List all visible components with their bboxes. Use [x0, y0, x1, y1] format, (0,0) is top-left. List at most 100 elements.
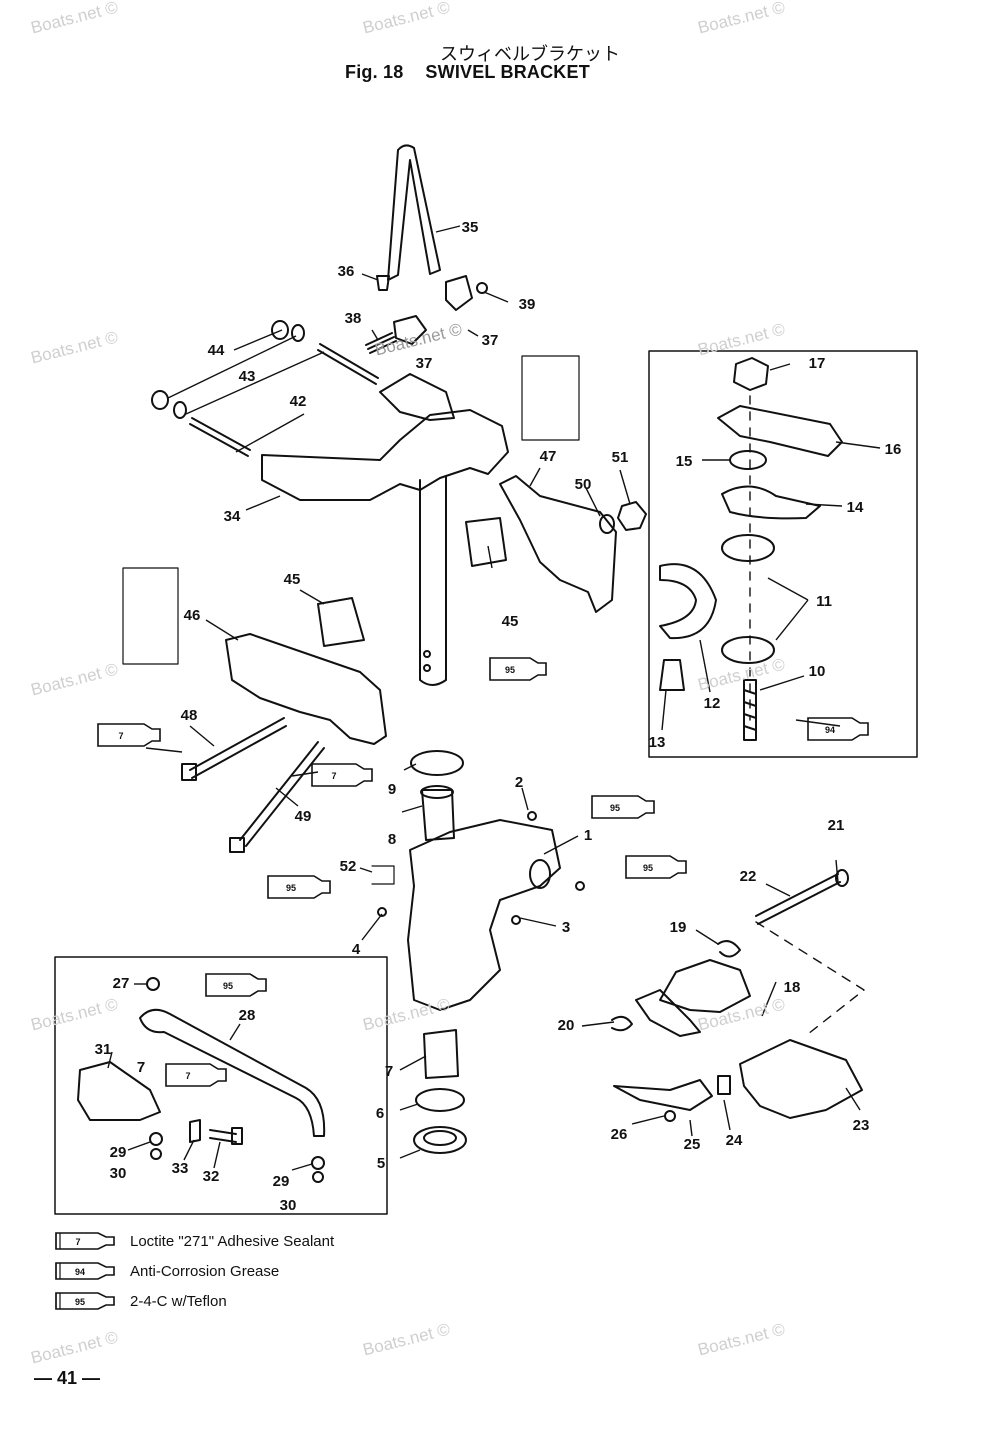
sealant-tube-95: 95	[489, 657, 547, 681]
callout-39: 39	[519, 296, 536, 313]
legend-label: Anti-Corrosion Grease	[130, 1262, 280, 1280]
part-20-spring	[611, 1015, 633, 1032]
callout-21: 21	[828, 817, 845, 834]
part-13-screw	[659, 659, 685, 691]
part-30-nut-a	[150, 1148, 162, 1160]
callout-50: 50	[575, 476, 592, 493]
part-17-nut	[733, 357, 769, 391]
part-8-bushing	[421, 789, 455, 841]
callout-42: 42	[290, 393, 307, 410]
part-11-disc-upper	[721, 534, 775, 562]
callout-45: 45	[284, 571, 301, 588]
part-swivel-tube	[419, 475, 447, 686]
part-19-spring	[717, 940, 741, 958]
part-1-pivot	[529, 859, 551, 889]
sealant-tube-7: 7	[311, 763, 373, 787]
callout-13: 13	[649, 734, 666, 751]
callout-35: 35	[462, 219, 479, 236]
callout-3: 3	[562, 919, 570, 936]
part-3	[511, 915, 521, 925]
part-15-washer	[729, 450, 767, 470]
part-31-bracket	[77, 1061, 161, 1121]
sealant-tube-95: 95	[625, 855, 687, 879]
part-18-lever	[659, 959, 751, 1013]
callout-29: 29	[273, 1173, 290, 1190]
callout-51: 51	[612, 449, 629, 466]
figure-name: SWIVEL BRACKET	[425, 62, 590, 82]
tube-code: 95	[505, 665, 515, 675]
tube-code: 95	[643, 863, 653, 873]
part-30-nut-b	[312, 1171, 324, 1183]
callout-25: 25	[684, 1136, 701, 1153]
callout-5: 5	[377, 1155, 385, 1172]
callout-31: 31	[95, 1041, 112, 1058]
part-33	[189, 1119, 201, 1143]
part-22-shaft	[755, 873, 841, 925]
callout-32: 32	[203, 1168, 220, 1185]
tube-icon: 7	[54, 1230, 120, 1252]
callout-37: 37	[482, 332, 499, 349]
tube-hole-1	[423, 650, 431, 658]
callout-52: 52	[340, 858, 357, 875]
callout-43: 43	[239, 368, 256, 385]
callout-9: 9	[388, 781, 396, 798]
legend-code: 94	[75, 1267, 85, 1277]
part-49-bolt	[239, 741, 325, 847]
callout-46: 46	[184, 607, 201, 624]
part-49-head	[229, 837, 245, 853]
leader-lines	[107, 225, 881, 1171]
tube-code: 7	[118, 731, 123, 741]
callout-7: 7	[385, 1063, 393, 1080]
part-4	[377, 907, 387, 917]
legend-code: 95	[75, 1297, 85, 1307]
callout-38: 38	[345, 310, 362, 327]
legend-label: Loctite "271" Adhesive Sealant	[130, 1232, 335, 1250]
part-47-stern-bracket	[499, 475, 617, 613]
part-21	[835, 869, 849, 887]
callout-23: 23	[853, 1117, 870, 1134]
part-36	[376, 275, 390, 291]
part-1-swivel-bracket	[407, 819, 561, 1011]
tube-code: 95	[286, 883, 296, 893]
callout-8: 8	[388, 831, 396, 848]
figure-title: Fig. 18 SWIVEL BRACKET	[345, 62, 590, 83]
callout-49: 49	[295, 808, 312, 825]
inset-box-steering-friction	[648, 350, 918, 758]
callout-47: 47	[540, 448, 557, 465]
callout-2: 2	[515, 774, 523, 791]
part-34-clamp-bracket	[261, 409, 509, 501]
part-44-nut-lower	[151, 390, 169, 410]
callout-6: 6	[376, 1105, 384, 1122]
part-39	[476, 282, 488, 294]
part-42-pin-lower	[189, 417, 251, 457]
callout-18: 18	[784, 979, 801, 996]
figure-number: Fig. 18	[345, 62, 404, 82]
part-37-knob	[393, 315, 427, 345]
dashed-assembly-line	[755, 921, 865, 1035]
part-9-washer	[410, 750, 464, 776]
part-43-washer-lower	[173, 401, 187, 419]
sealant-tube-7: 7	[165, 1063, 227, 1087]
callout-16: 16	[885, 441, 902, 458]
part-12-clamp	[659, 563, 717, 640]
part-24-spring	[717, 1075, 731, 1095]
part-6-washer	[415, 1088, 465, 1112]
motor-thumbnail-46	[122, 567, 179, 665]
callout-27: 27	[113, 975, 130, 992]
callout-30: 30	[280, 1197, 297, 1214]
callout-7: 7	[137, 1059, 145, 1076]
legend-label: 2-4-C w/Teflon	[130, 1292, 227, 1310]
part-5-inner	[423, 1130, 457, 1146]
part-48-head	[181, 763, 197, 781]
callout-14: 14	[847, 499, 864, 516]
callout-24: 24	[726, 1132, 743, 1149]
part-23-block	[739, 1039, 863, 1119]
part-45-pad-right	[465, 517, 507, 567]
tube-icon: 95	[54, 1290, 120, 1312]
callout-20: 20	[558, 1017, 575, 1034]
callout-22: 22	[740, 868, 757, 885]
page-number: — 41 —	[34, 1368, 101, 1388]
part-14-plate	[721, 485, 821, 520]
part-11-disc-lower	[721, 636, 775, 664]
callout-1: 1	[584, 827, 592, 844]
